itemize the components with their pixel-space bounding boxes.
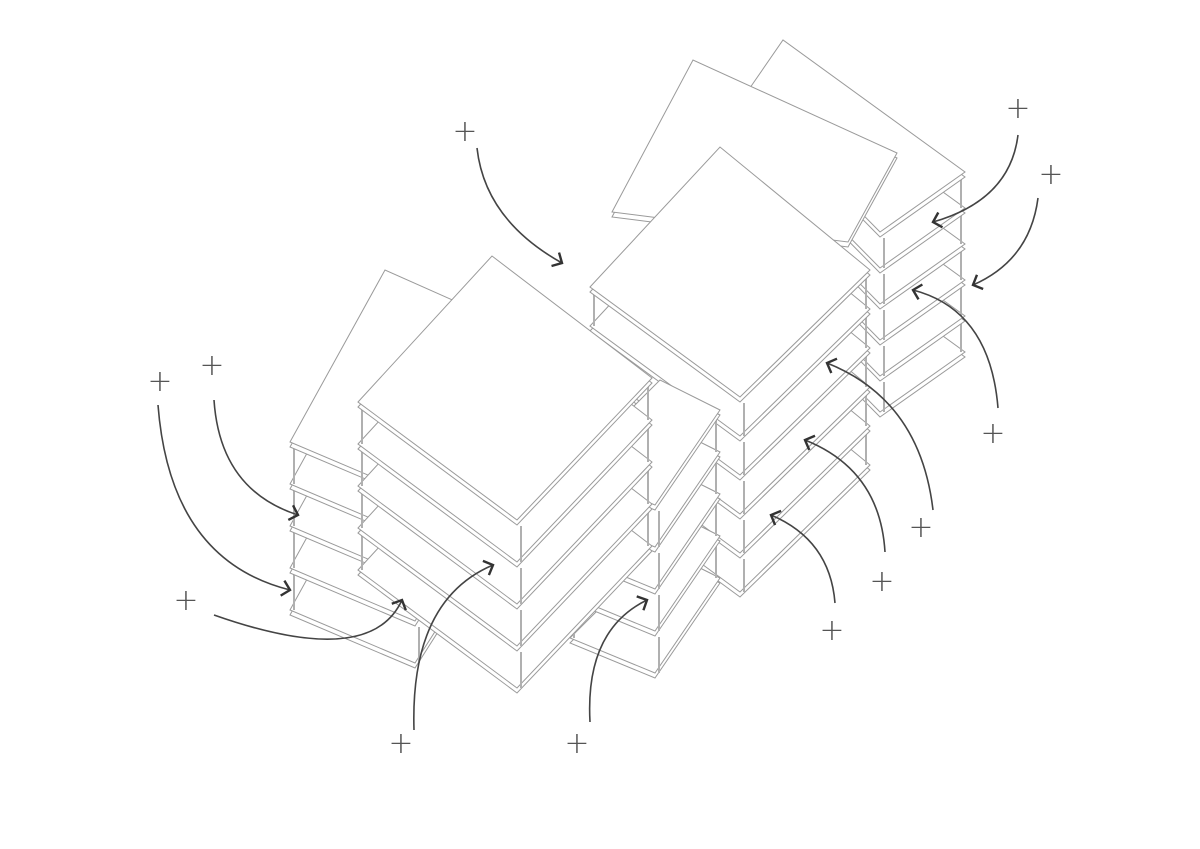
arrowhead-icon	[803, 434, 816, 451]
arrowhead-icon	[280, 580, 292, 597]
arrowhead-icon	[287, 504, 300, 522]
callout-arrow: +	[769, 509, 845, 648]
arrow-curve	[476, 147, 563, 264]
plus-marker: +	[452, 114, 477, 149]
arrow-curve	[770, 514, 836, 604]
callout-arrow: +	[452, 114, 564, 268]
plus-marker: +	[980, 416, 1005, 451]
arrowhead-icon	[911, 283, 923, 300]
plus-marker: +	[869, 564, 894, 599]
callout-arrow: +	[147, 364, 292, 597]
callout-arrow: +	[931, 91, 1031, 229]
arrowhead-icon	[636, 595, 649, 611]
arrows: ++++++++++++	[147, 91, 1063, 761]
arrow-curve	[912, 289, 999, 409]
arrowhead-icon	[391, 598, 407, 611]
arrowhead-icon	[482, 559, 495, 576]
arrowhead-icon	[769, 509, 782, 526]
arrow-curve	[588, 599, 648, 723]
middle-left-tower	[357, 255, 653, 694]
plus-marker: +	[173, 583, 198, 618]
plus-marker: +	[819, 613, 844, 648]
plus-marker: +	[388, 726, 413, 761]
floor-slab	[357, 255, 653, 521]
arrow-curve	[213, 399, 299, 516]
arrow-curve	[826, 362, 934, 511]
arrowhead-icon	[825, 357, 838, 374]
callout-arrow: +	[199, 348, 300, 522]
callout-arrow: +	[173, 583, 407, 640]
arrow-curve	[932, 134, 1019, 223]
callout-arrow: +	[564, 595, 649, 761]
arrowhead-icon	[551, 252, 564, 268]
arrowhead-icon	[931, 211, 944, 229]
callout-arrow: +	[825, 357, 934, 545]
plus-marker: +	[147, 364, 172, 399]
plus-marker: +	[1038, 157, 1063, 192]
arrowhead-icon	[971, 274, 984, 291]
callout-arrow: +	[971, 157, 1064, 291]
callout-arrow: +	[803, 434, 895, 599]
arrow-curve	[804, 439, 886, 553]
callout-arrow: +	[911, 283, 1006, 451]
plus-marker: +	[908, 510, 933, 545]
floor-slab	[589, 146, 871, 398]
towers	[289, 39, 966, 694]
arrow-curve	[157, 404, 291, 591]
arrow-curve	[213, 599, 403, 640]
plus-marker: +	[1005, 91, 1030, 126]
plus-marker: +	[199, 348, 224, 383]
callout-arrow: +	[388, 559, 495, 761]
arrow-curve	[413, 564, 494, 731]
plus-marker: +	[564, 726, 589, 761]
arrow-curve	[972, 197, 1039, 286]
